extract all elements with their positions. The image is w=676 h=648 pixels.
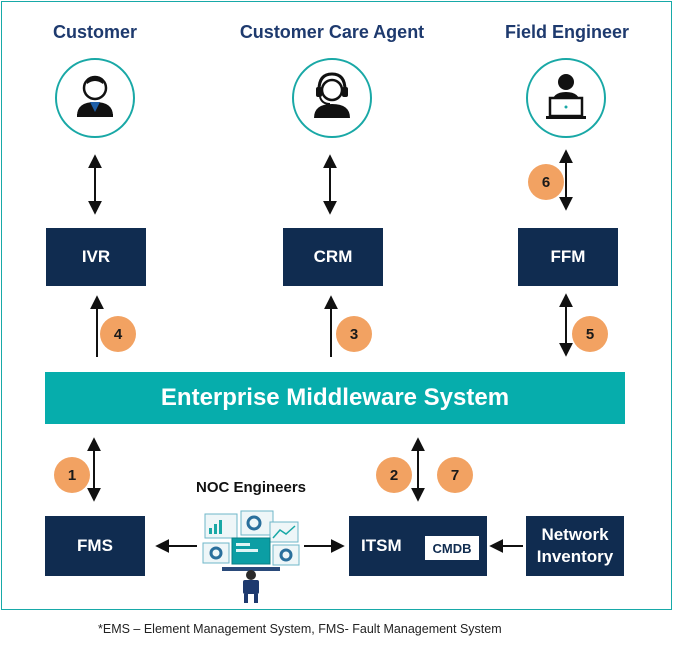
actor-title-field-engineer: Field Engineer	[504, 22, 630, 42]
fms-box: FMS	[45, 516, 145, 576]
actor-title-agent: Customer Care Agent	[239, 22, 425, 42]
middleware-bar: Enterprise Middleware System	[45, 372, 625, 424]
step-badge-5: 5	[572, 316, 608, 352]
field-engineer-avatar	[526, 58, 606, 138]
customer-icon	[77, 75, 113, 117]
network-inventory-box: Network Inventory	[526, 516, 624, 576]
step-badge-3: 3	[336, 316, 372, 352]
noc-dashboard-icon	[202, 510, 300, 603]
ivr-label: IVR	[81, 246, 111, 266]
footnote: *EMS – Element Management System, FMS- F…	[98, 622, 502, 636]
crm-box: CRM	[283, 228, 383, 286]
actor-title-customer: Customer	[52, 22, 137, 42]
agent-avatar	[292, 58, 372, 138]
cmdb-label: CMDB	[432, 540, 472, 556]
headset-agent-icon	[314, 72, 350, 118]
customer-avatar	[55, 58, 135, 138]
step-badge-7: 7	[437, 457, 473, 493]
step-badge-4: 4	[100, 316, 136, 352]
cmdb-tag: CMDB	[425, 536, 479, 560]
step-badge-2: 2	[376, 457, 412, 493]
step-badge-6: 6	[528, 164, 564, 200]
step-badge-1: 1	[54, 457, 90, 493]
middleware-label: Enterprise Middleware System	[160, 384, 510, 411]
ivr-box: IVR	[46, 228, 146, 286]
crm-label: CRM	[313, 246, 353, 266]
network-inventory-label: Network Inventory	[536, 524, 614, 566]
fms-label: FMS	[77, 535, 113, 555]
diagram-frame	[1, 1, 672, 610]
itsm-label: ITSM	[361, 535, 402, 555]
laptop-engineer-icon	[546, 74, 586, 119]
ffm-box: FFM	[518, 228, 618, 286]
ffm-label: FFM	[550, 246, 586, 266]
noc-engineers-label: NOC Engineers	[195, 479, 307, 496]
